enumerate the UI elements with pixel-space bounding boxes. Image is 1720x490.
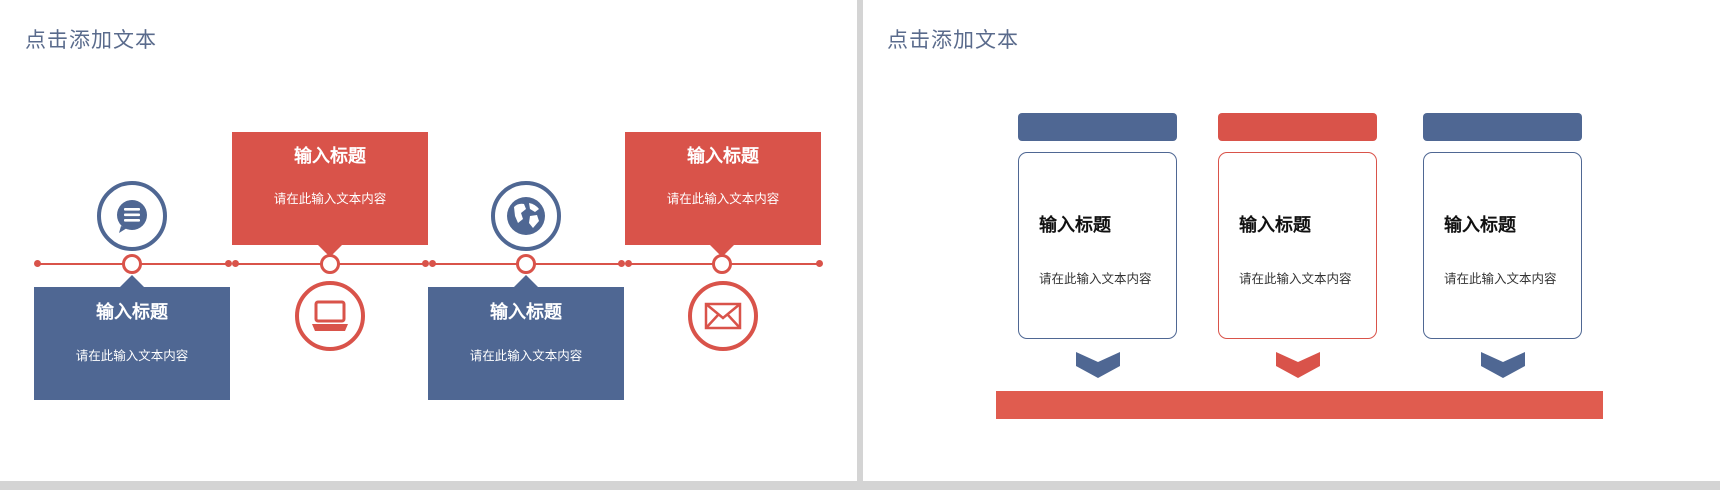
chat-icon	[117, 200, 147, 233]
timeline-marker	[516, 254, 536, 274]
box-pointer	[120, 275, 144, 287]
slide-title[interactable]: 点击添加文本	[887, 28, 1019, 52]
slide-left: 点击添加文本 输入标题 请在此输入文本内容 输入标题 请在此输入文本内容	[0, 0, 857, 481]
timeline-box-3: 输入标题 请在此输入文本内容	[428, 287, 624, 400]
timeline-dot	[34, 260, 41, 267]
timeline-marker	[320, 254, 340, 274]
timeline-dot	[816, 260, 823, 267]
globe-icon-circle	[491, 181, 561, 251]
timeline-marker	[122, 254, 142, 274]
timeline-dot	[625, 260, 632, 267]
card-text[interactable]: 请在此输入文本内容	[1039, 271, 1152, 286]
card-1: 输入标题 请在此输入文本内容	[1018, 152, 1177, 339]
slide-title[interactable]: 点击添加文本	[25, 28, 157, 52]
timeline-dot	[429, 260, 436, 267]
timeline-box-2: 输入标题 请在此输入文本内容	[232, 132, 428, 245]
box-text[interactable]: 请在此输入文本内容	[666, 191, 780, 206]
card-title[interactable]: 输入标题	[1239, 215, 1311, 236]
card-2: 输入标题 请在此输入文本内容	[1218, 152, 1377, 339]
laptop-icon-circle	[295, 281, 365, 351]
box-pointer	[710, 245, 734, 257]
timeline-marker	[712, 254, 732, 274]
card-header-bar	[1218, 113, 1377, 141]
chat-icon-circle	[97, 181, 167, 251]
timeline-dot	[232, 260, 239, 267]
chevron-down-icon	[1481, 352, 1525, 378]
card-header-bar	[1423, 113, 1582, 141]
box-title[interactable]: 输入标题	[96, 302, 168, 323]
box-title[interactable]: 输入标题	[294, 146, 366, 167]
timeline-box-1: 输入标题 请在此输入文本内容	[34, 287, 230, 400]
card-3: 输入标题 请在此输入文本内容	[1423, 152, 1582, 339]
timeline-box-4: 输入标题 请在此输入文本内容	[625, 132, 821, 245]
slide-right: 点击添加文本 输入标题 请在此输入文本内容 输入标题 请在此输入文本内容 输入标…	[863, 0, 1720, 481]
timeline-dot	[225, 260, 232, 267]
box-pointer	[514, 275, 538, 287]
card-header-bar	[1018, 113, 1177, 141]
chevron-down-icon	[1276, 352, 1320, 378]
card-title[interactable]: 输入标题	[1039, 215, 1111, 236]
bottom-bar	[996, 391, 1603, 419]
card-text[interactable]: 请在此输入文本内容	[1239, 271, 1352, 286]
box-title[interactable]: 输入标题	[687, 146, 759, 167]
laptop-icon	[312, 300, 348, 331]
envelope-icon-circle	[688, 281, 758, 351]
chevron-down-icon	[1076, 352, 1120, 378]
timeline-dot	[618, 260, 625, 267]
box-text[interactable]: 请在此输入文本内容	[75, 348, 189, 363]
box-text[interactable]: 请在此输入文本内容	[469, 348, 583, 363]
card-title[interactable]: 输入标题	[1444, 215, 1516, 236]
box-text[interactable]: 请在此输入文本内容	[273, 191, 387, 206]
timeline-dot	[422, 260, 429, 267]
box-title[interactable]: 输入标题	[490, 302, 562, 323]
globe-icon	[507, 197, 545, 235]
envelope-icon	[704, 302, 742, 330]
card-text[interactable]: 请在此输入文本内容	[1444, 271, 1557, 286]
box-pointer	[318, 245, 342, 257]
